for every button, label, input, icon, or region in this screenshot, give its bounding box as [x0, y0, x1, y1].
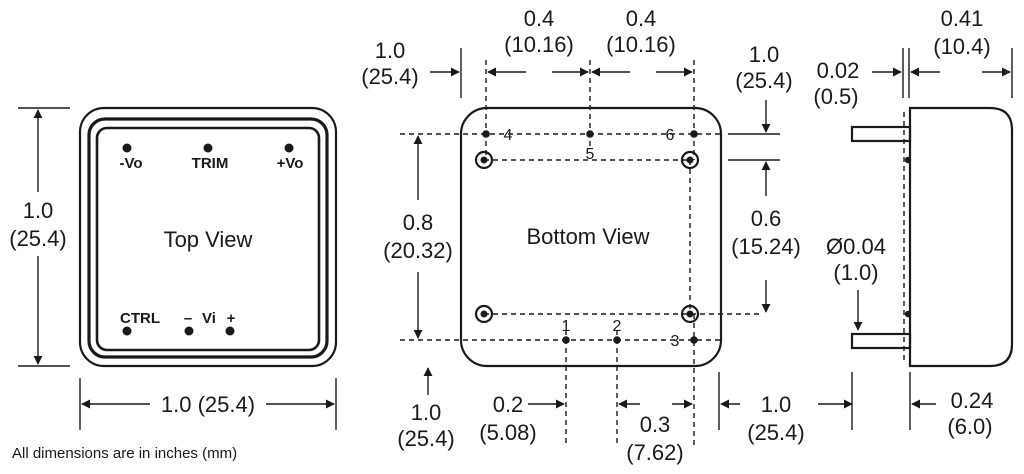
pin-dot-4 — [482, 130, 490, 138]
pin-dot-minus-vo — [122, 143, 132, 153]
pin-dia-in: Ø0.04 — [826, 234, 886, 259]
pin-dot-minus-vi — [184, 326, 194, 336]
bottom-left-top-in: 1.0 — [375, 38, 406, 63]
mount-hole-bottom-left — [474, 304, 494, 324]
mount-dim-in: 0.6 — [751, 206, 782, 231]
pitch2-mm: (10.16) — [606, 32, 676, 57]
pin-label-vi: Vi — [202, 310, 216, 327]
pin-len-in: 0.24 — [951, 388, 994, 413]
mount-dim-mm: (15.24) — [731, 234, 801, 259]
pin-dot-trim — [203, 143, 213, 153]
top-view: -Vo TRIM +Vo CTRL – Vi + Top View 1.0 (2… — [9, 106, 338, 430]
pin-label-trim: TRIM — [192, 155, 229, 172]
pin-offset-in: 0.02 — [817, 58, 860, 83]
p1-dim-in: 0.2 — [493, 392, 524, 417]
bottom-view-outline — [459, 106, 723, 368]
pin-label-minus-vi: – — [184, 310, 192, 327]
bottom-view: 4 5 6 1 2 3 Bottom View 1.0 (25.4) 0.4 (… — [361, 6, 853, 465]
bottom-right-top-in: 1.0 — [749, 42, 780, 67]
pin-len-mm: (6.0) — [947, 414, 992, 439]
bottom-right-bottom-in: 1.0 — [761, 392, 792, 417]
pin-dot-6 — [690, 130, 698, 138]
pin-label-plus-vo: +Vo — [277, 155, 304, 172]
bottom-view-label: Bottom View — [526, 224, 649, 249]
pin-dia-mm: (1.0) — [833, 260, 878, 285]
pin-number-3: 3 — [671, 333, 680, 350]
bottom-right-bottom-mm: (25.4) — [747, 420, 804, 445]
side-pin-bottom — [850, 332, 912, 350]
top-width-dim: 1.0 (25.4) — [161, 392, 255, 417]
bottom-left-bottom-mm: (25.4) — [397, 426, 454, 451]
bottom-right-top-mm: (25.4) — [735, 68, 792, 93]
pin-label-minus-vo: -Vo — [119, 155, 142, 172]
bottom-left-bottom-in: 1.0 — [411, 400, 442, 425]
pin-dot-3 — [690, 336, 698, 344]
pin-number-6: 6 — [666, 127, 675, 144]
pitch1-in: 0.4 — [524, 6, 555, 31]
mount-hole-top-right — [680, 150, 700, 170]
top-view-outline — [78, 106, 338, 368]
pin-label-ctrl: CTRL — [120, 310, 160, 327]
rows-dim-mm: (20.32) — [383, 238, 453, 263]
side-view: 0.02 (0.5) 0.41 (10.4) Ø0.04 (1.0) 0.24 … — [813, 6, 1014, 439]
p2-dim-in: 0.3 — [640, 412, 671, 437]
pin-dot-ctrl — [122, 326, 132, 336]
top-view-frame-inner — [95, 126, 321, 352]
pitch2-in: 0.4 — [626, 6, 657, 31]
pin-dot-1 — [562, 336, 570, 344]
rows-dim-in: 0.8 — [403, 210, 434, 235]
mount-hole-top-left — [474, 150, 494, 170]
mount-hole-bottom-right — [680, 304, 700, 324]
pin-offset-mm: (0.5) — [813, 84, 858, 109]
units-note: All dimensions are in inches (mm) — [12, 445, 237, 462]
side-pin-top — [850, 125, 912, 143]
pin-dot-plus-vo — [284, 143, 294, 153]
pin-number-2: 2 — [613, 318, 622, 335]
pin-dot-2 — [613, 336, 621, 344]
top-height-mm: (25.4) — [9, 226, 66, 251]
top-height-in: 1.0 — [23, 198, 54, 223]
pin-number-5: 5 — [586, 146, 595, 163]
pin-number-4: 4 — [504, 127, 513, 144]
bottom-left-top-mm: (25.4) — [361, 64, 418, 89]
depth-in: 0.41 — [941, 6, 984, 31]
pitch1-mm: (10.16) — [504, 32, 574, 57]
p2-dim-mm: (7.62) — [626, 440, 683, 465]
pin-label-plus-vi: + — [227, 310, 236, 327]
top-view-frame-outer — [87, 117, 329, 359]
p1-dim-mm: (5.08) — [479, 420, 536, 445]
pin-dot-plus-vi — [225, 326, 235, 336]
pin-number-1: 1 — [562, 318, 571, 335]
depth-mm: (10.4) — [933, 34, 990, 59]
top-view-label: Top View — [164, 227, 253, 252]
side-view-body — [908, 106, 1014, 368]
pin-dot-5 — [586, 130, 594, 138]
